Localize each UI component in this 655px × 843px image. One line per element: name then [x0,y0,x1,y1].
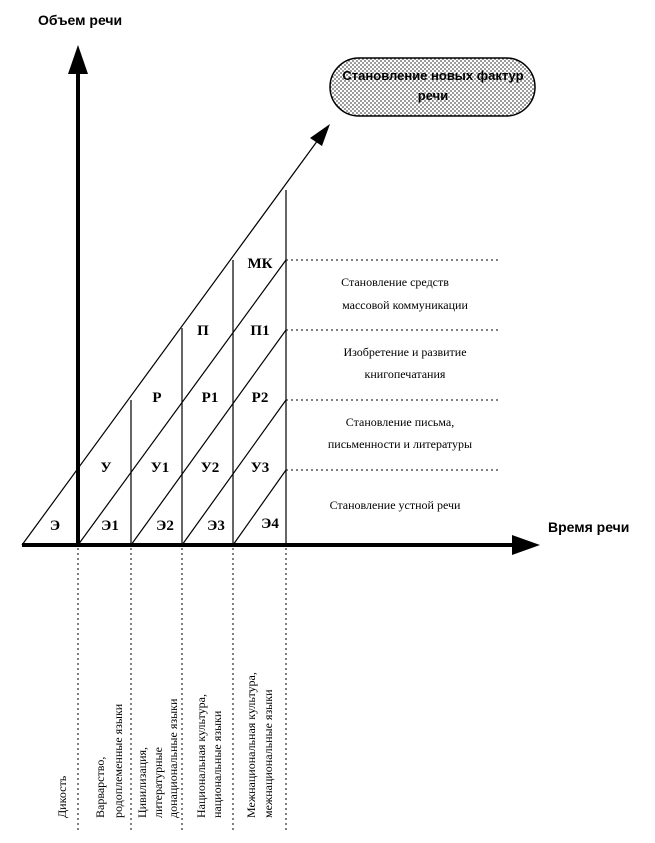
cell-mk: МК [247,256,272,272]
growth-arrow [21,124,330,546]
cell-u1: У1 [151,460,170,476]
cell-p1: П1 [250,323,269,339]
era-national-line-2: национальные языки [210,710,224,818]
cell-r1: Р1 [202,390,219,406]
era-barbarism-line-1: Варварство, [93,757,107,818]
era-civilization-line-1: Цивилизация, [135,747,149,818]
cell-e2: Э2 [156,518,174,534]
era-international-line-2: межнациональные языки [261,689,275,818]
x-axis-arrow-icon [512,535,540,555]
era-labels: Дикость Варварство, родоплеменные языки … [55,672,275,818]
level-lines [286,259,500,471]
parallel-diagonals [77,259,287,546]
cell-e1: Э1 [101,518,119,534]
level-printing-line-2: книгопечатания [365,367,446,381]
diagonal-arrow-icon [310,124,330,146]
level-oral: Становление устной речи [330,498,461,512]
cell-u2: У2 [201,460,220,476]
cell-r: Р [152,390,161,406]
era-savagery: Дикость [55,775,69,818]
cell-e3: Э3 [207,518,225,534]
era-dotted-lines [77,548,287,830]
cell-p: П [197,323,209,339]
level-writing-line-2: письменности и литературы [328,437,472,451]
level-printing-line-1: Изобретение и развитие [343,345,466,359]
cell-e4: Э4 [261,516,279,532]
y-axis-title: Объем речи [38,12,122,28]
era-national-line-1: Национальная культура, [194,694,208,818]
cell-r2: Р2 [252,390,269,406]
level-media-line-1: Становление средств [341,275,449,289]
future-bubble: Становление новых фактур речи [329,57,536,117]
era-civilization-line-2: литературные [151,747,165,818]
era-civilization-line-3: донациональные языки [166,698,180,818]
cell-u: У [100,460,111,476]
y-axis-arrow-icon [68,45,88,74]
era-international-line-1: Межнациональная культура, [244,672,258,818]
era-boundaries [130,190,287,545]
level-labels: Становление устной речи Становление пись… [328,275,472,512]
cell-e0: Э [50,518,60,534]
cell-labels: Э Э1 Э2 Э3 Э4 У У1 У2 У3 Р Р1 Р2 П П1 МК [50,256,279,534]
y-axis [68,45,88,545]
future-line-2: речи [418,88,448,103]
level-media-line-2: массовой коммуникации [342,298,468,312]
era-barbarism-line-2: родоплеменные языки [111,703,125,818]
x-axis [22,535,540,555]
future-line-1: Становление новых фактур [342,68,523,83]
cell-u3: У3 [251,460,270,476]
x-axis-title: Время речи [548,519,629,535]
level-writing-line-1: Становление письма, [346,415,454,429]
